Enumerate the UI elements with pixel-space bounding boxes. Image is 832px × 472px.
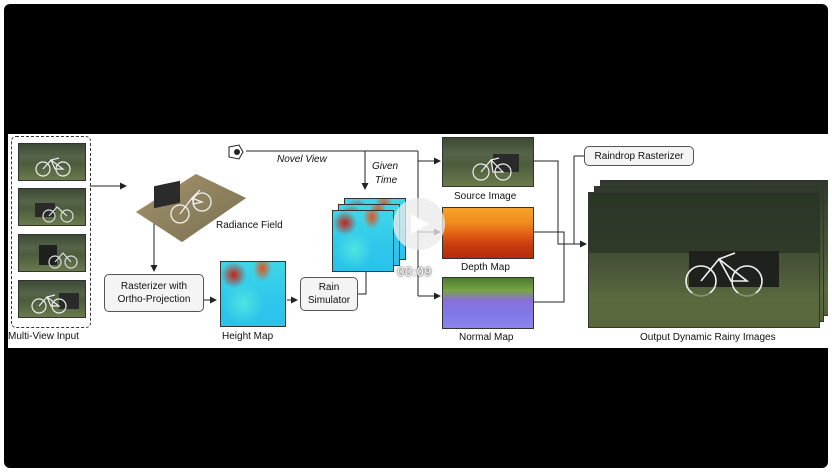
bicycle-icon bbox=[472, 154, 519, 181]
rain-sim-line-2: Simulator bbox=[307, 295, 351, 306]
output-frame-front bbox=[588, 192, 820, 328]
play-icon[interactable] bbox=[408, 212, 430, 236]
rain-map-stack-front bbox=[332, 210, 394, 272]
normal-map-label: Normal Map bbox=[459, 332, 514, 343]
rasterizer-box: Rasterizer with Ortho-Projection bbox=[104, 274, 204, 312]
video-time: 00:09 bbox=[397, 265, 432, 279]
video-frame[interactable]: Multi-View Input Radiance Field Novel Vi… bbox=[4, 4, 828, 468]
input-view-1 bbox=[18, 143, 86, 181]
normal-map-image bbox=[442, 277, 534, 329]
input-view-4 bbox=[18, 280, 86, 318]
pipeline-diagram: Multi-View Input Radiance Field Novel Vi… bbox=[8, 134, 828, 348]
multi-view-input-label: Multi-View Input bbox=[8, 331, 79, 342]
input-view-2 bbox=[18, 188, 86, 226]
raindrop-rasterizer-box: Raindrop Rasterizer bbox=[584, 146, 694, 166]
raindrop-rasterizer-text: Raindrop Rasterizer bbox=[594, 150, 684, 162]
given-time-label-1: Given bbox=[372, 161, 399, 172]
novel-view-label: Novel View bbox=[277, 154, 327, 165]
radiance-field-image bbox=[136, 174, 246, 242]
bicycle-icon bbox=[35, 203, 74, 223]
source-image bbox=[442, 137, 534, 187]
input-view-3 bbox=[18, 234, 86, 272]
rasterizer-line-1: Rasterizer with bbox=[120, 281, 188, 292]
source-image-label: Source Image bbox=[454, 191, 517, 202]
bicycle-icon bbox=[35, 157, 71, 177]
output-scene-drawing bbox=[589, 193, 819, 327]
radiance-field-label: Radiance Field bbox=[216, 220, 283, 231]
play-button[interactable] bbox=[393, 198, 445, 250]
multi-view-input-group bbox=[11, 136, 91, 328]
rain-simulator-box: Rain Simulator bbox=[300, 277, 358, 311]
camera-icon bbox=[228, 144, 244, 160]
bicycle-icon bbox=[31, 293, 79, 314]
given-time-label-2: Time bbox=[375, 175, 398, 186]
rasterizer-line-2: Ortho-Projection bbox=[117, 294, 191, 305]
height-map-label: Height Map bbox=[222, 331, 274, 342]
depth-map-image bbox=[442, 207, 534, 259]
output-label: Output Dynamic Rainy Images bbox=[640, 332, 776, 343]
rain-sim-line-1: Rain bbox=[318, 282, 340, 293]
depth-map-label: Depth Map bbox=[461, 262, 510, 273]
height-map-image bbox=[220, 261, 286, 327]
bicycle-icon bbox=[39, 245, 78, 269]
